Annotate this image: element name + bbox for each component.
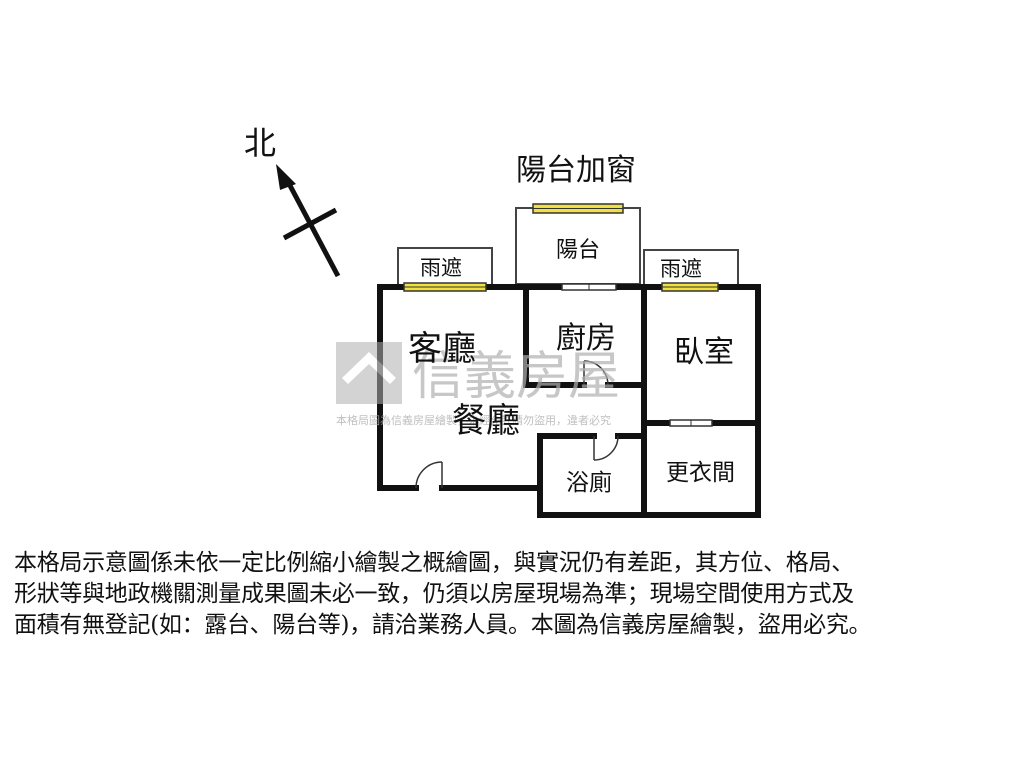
balcony-window-label: 陽台加窗: [516, 153, 636, 188]
watermark-notice: 本格局圖為信義房屋繪製，未經允許請勿盜用，違者必究: [336, 413, 611, 427]
dining-room-label: 餐廳: [452, 401, 520, 441]
watermark-brand: 信義房屋: [412, 347, 620, 407]
bathroom-door: [593, 435, 619, 461]
disclaimer-line: 本格局示意圖係未依一定比例縮小繪製之概繪圖，與實況仍有差距，其方位、格局、: [14, 550, 854, 576]
north-label: 北: [244, 124, 276, 162]
rain-cover-left-label: 雨遮: [420, 256, 462, 280]
disclaimer-text: 本格局示意圖係未依一定比例縮小繪製之概繪圖，與實況仍有差距，其方位、格局、 形狀…: [14, 548, 1014, 641]
kitchen-label: 廚房: [556, 321, 616, 356]
north-arrow-icon: [276, 164, 341, 278]
living-room-label: 客廳: [408, 329, 476, 369]
floor-plan: 北 陽台加窗 陽台 雨遮 雨遮: [244, 124, 761, 518]
kitchen-door: [583, 360, 609, 386]
balcony-label: 陽台: [556, 238, 600, 263]
bedroom-label: 臥室: [674, 335, 734, 370]
walls: [377, 284, 761, 518]
disclaimer-line: 面積有無登記(如：露台、陽台等)，請洽業務人員。本圖為信義房屋繪製，盜用必究。: [14, 612, 872, 638]
watermark-logo: [336, 342, 402, 404]
walk-in-closet-label: 更衣間: [666, 460, 735, 486]
bathroom-label: 浴廁: [566, 470, 612, 496]
rain-cover-right-label: 雨遮: [660, 257, 702, 281]
disclaimer-line: 形狀等與地政機關測量成果圖未必一致，仍須以房屋現場為準；現場空間使用方式及: [14, 581, 854, 607]
entry-door: [415, 461, 443, 489]
